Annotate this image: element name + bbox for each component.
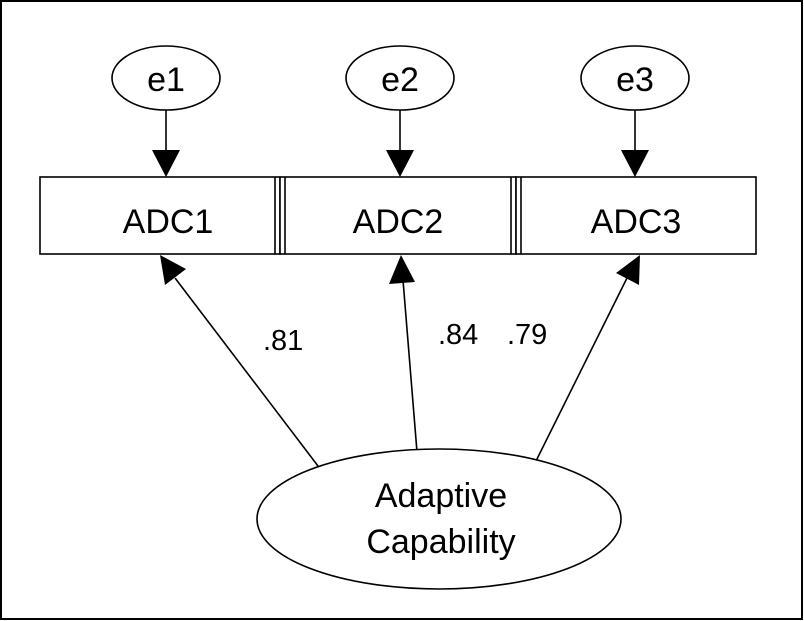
error-node-e2: e2 — [345, 45, 455, 111]
error-label-e1: e1 — [147, 61, 185, 99]
error-node-e3: e3 — [580, 45, 690, 111]
error-node-e1: e1 — [111, 45, 221, 111]
loading-value-adc3: .79 — [507, 319, 547, 351]
latent-label-line1: Adaptive — [375, 477, 507, 515]
indicator-label-adc1: ADC1 — [123, 203, 214, 241]
error-path-e3-adc3 — [621, 110, 649, 177]
indicator-label-adc3: ADC3 — [591, 203, 682, 241]
loading-value-adc2: .84 — [438, 319, 478, 351]
indicator-box-adc2: ADC2 — [279, 176, 517, 255]
indicator-box-adc3: ADC3 — [515, 176, 757, 255]
error-label-e2: e2 — [381, 61, 419, 99]
latent-label-line2: Capability — [366, 523, 515, 561]
latent-node-adaptive-capability: Adaptive Capability — [256, 448, 622, 590]
error-path-e1-adc1 — [152, 110, 180, 177]
indicator-box-adc1: ADC1 — [39, 176, 281, 255]
loading-path-adc3 — [534, 255, 640, 464]
loading-path-adc2 — [389, 255, 418, 453]
error-path-e2-adc2 — [386, 110, 414, 177]
loading-path-adc1 — [160, 255, 319, 467]
loading-value-adc1: .81 — [263, 325, 303, 357]
indicator-label-adc2: ADC2 — [353, 203, 444, 241]
error-label-e3: e3 — [616, 61, 654, 99]
